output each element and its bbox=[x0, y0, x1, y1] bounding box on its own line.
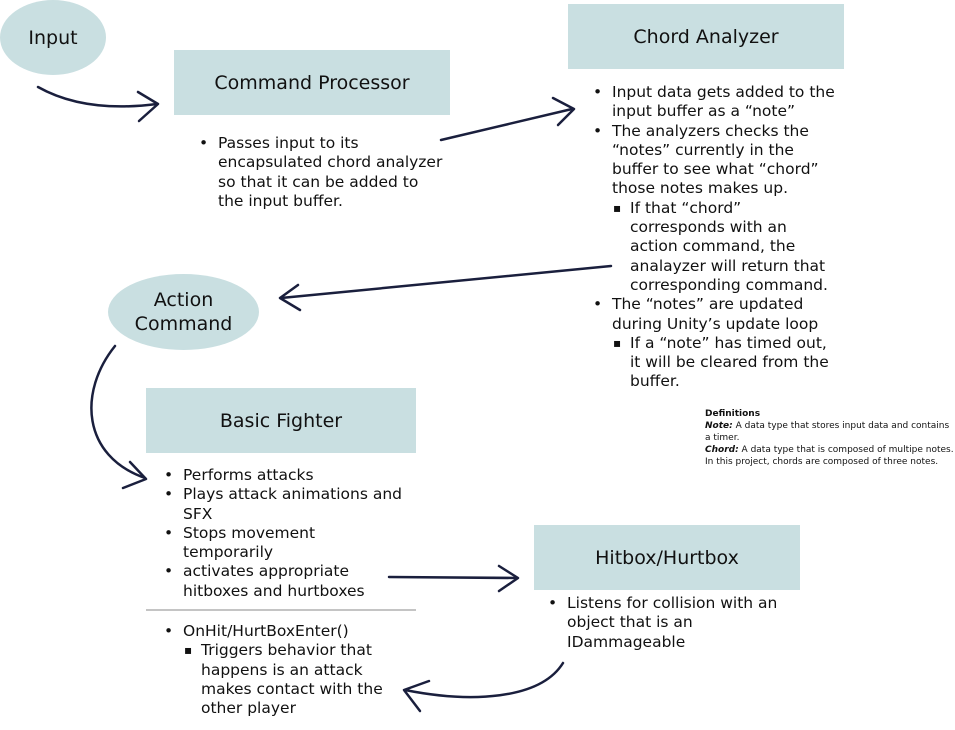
list-item: Input data gets added to the bbox=[588, 83, 853, 103]
definition-note-text: A data type that stores input data and c… bbox=[705, 421, 950, 443]
arrowhead bbox=[497, 564, 520, 593]
arrowhead bbox=[551, 96, 576, 127]
list-item: object that is an bbox=[567, 613, 693, 632]
arrowhead bbox=[136, 90, 160, 123]
arrow-basic-fighter-to-hitbox bbox=[387, 575, 519, 580]
arrowhead bbox=[278, 283, 302, 312]
list-item: Passes input to its bbox=[194, 134, 464, 154]
list-item: input buffer as a “note” bbox=[612, 102, 796, 121]
list-item: so that it can be added to bbox=[218, 172, 419, 191]
command-processor-node: Command Processor bbox=[174, 50, 450, 115]
list-item: during Unity’s update loop bbox=[612, 314, 819, 333]
list-item: it will be cleared from the bbox=[630, 353, 829, 372]
list-item: IDammageable bbox=[567, 632, 686, 651]
list-item: analayzer will return that bbox=[630, 256, 826, 275]
definition-chord-term: Chord: bbox=[705, 445, 739, 455]
arrow-chord-analyzer-to-action-command bbox=[279, 264, 613, 300]
input-label: Input bbox=[28, 26, 78, 49]
action-command-node: Action Command bbox=[108, 274, 259, 350]
list-item: makes contact with the bbox=[201, 679, 383, 698]
command-processor-notes: Passes input to its encapsulated chord a… bbox=[194, 134, 464, 211]
list-item: Stops movement bbox=[159, 524, 424, 544]
list-item: OnHit/HurtBoxEnter() bbox=[159, 622, 424, 642]
definition-note: Note: A data type that stores input data… bbox=[705, 420, 955, 444]
chord-analyzer-label: Chord Analyzer bbox=[633, 25, 779, 48]
definitions-box: Definitions Note: A data type that store… bbox=[705, 408, 955, 468]
arrowhead bbox=[402, 679, 431, 713]
list-item: the input buffer. bbox=[218, 191, 343, 210]
input-node: Input bbox=[0, 0, 106, 75]
definition-note-term: Note: bbox=[705, 421, 733, 431]
list-item: activates appropriate bbox=[159, 562, 424, 582]
list-item: corresponds with an bbox=[630, 218, 787, 237]
section-divider bbox=[146, 609, 416, 611]
list-item: action command, the bbox=[630, 237, 796, 256]
basic-fighter-callbacks: OnHit/HurtBoxEnter()Triggers behavior th… bbox=[159, 622, 424, 718]
list-item: buffer to see what “chord” bbox=[612, 160, 819, 179]
list-item: hitboxes and hurtboxes bbox=[183, 581, 365, 600]
basic-fighter-node: Basic Fighter bbox=[146, 388, 416, 453]
arrow-action-command-to-basic-fighter bbox=[90, 344, 147, 480]
list-item: temporarily bbox=[183, 543, 274, 562]
definition-chord-text: A data type that is composed of multipe … bbox=[705, 445, 954, 467]
action-command-label-line2: Command bbox=[134, 313, 233, 335]
list-item: Triggers behavior that bbox=[159, 641, 424, 661]
arrowhead bbox=[121, 460, 148, 490]
definitions-heading: Definitions bbox=[705, 409, 761, 419]
arrow-command-processor-to-chord-analyzer bbox=[439, 107, 574, 142]
list-item: If a “note” has timed out, bbox=[588, 334, 853, 354]
list-item: corresponding command. bbox=[630, 275, 828, 294]
command-processor-label: Command Processor bbox=[214, 71, 410, 94]
list-item: Performs attacks bbox=[159, 466, 424, 486]
hitbox-hurtbox-label: Hitbox/Hurtbox bbox=[595, 546, 739, 569]
list-item: “notes” currently in the bbox=[612, 140, 794, 159]
chord-analyzer-node: Chord Analyzer bbox=[568, 4, 844, 69]
list-item: SFX bbox=[183, 504, 213, 523]
hitbox-hurtbox-node: Hitbox/Hurtbox bbox=[534, 525, 800, 590]
action-command-label-line1: Action bbox=[153, 289, 214, 311]
arrow-hitbox-to-callbacks bbox=[403, 661, 565, 699]
list-item: The analyzers checks the bbox=[588, 122, 853, 142]
list-item: Plays attack animations and bbox=[159, 485, 424, 505]
arrow-input-to-command-processor bbox=[36, 85, 159, 108]
list-item: If that “chord” bbox=[588, 199, 853, 219]
basic-fighter-label: Basic Fighter bbox=[219, 409, 343, 432]
basic-fighter-notes: Performs attacksPlays attack animations … bbox=[159, 466, 424, 601]
definition-chord: Chord: A data type that is composed of m… bbox=[705, 444, 955, 468]
list-item: buffer. bbox=[630, 372, 680, 391]
list-item: those notes makes up. bbox=[612, 179, 788, 198]
list-item: Listens for collision with an bbox=[543, 594, 808, 614]
list-item: other player bbox=[201, 699, 296, 718]
list-item: happens is an attack bbox=[201, 660, 363, 679]
list-item: encapsulated chord analyzer bbox=[218, 153, 443, 172]
list-item: The “notes” are updated bbox=[588, 295, 853, 315]
